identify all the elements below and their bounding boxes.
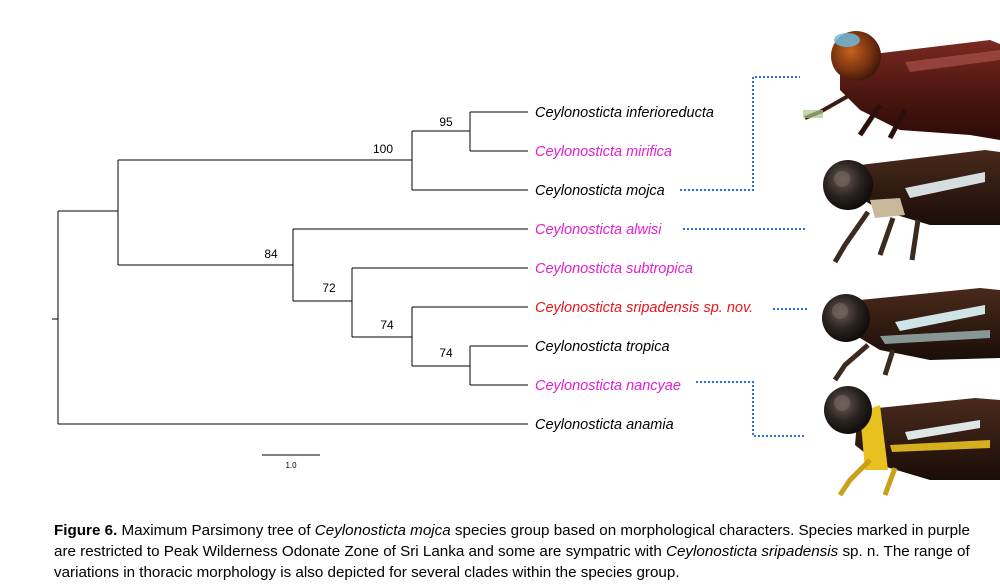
thorax-photo-mojca	[803, 31, 1000, 140]
scale-bar: 1.0	[262, 454, 320, 470]
connector-nancyae	[696, 381, 806, 437]
thorax-photo-alwisi	[823, 150, 1000, 264]
tree-branches	[52, 111, 528, 425]
taxon-label-tropica: Ceylonosticta tropica	[535, 339, 670, 355]
scale-bar-label: 1.0	[285, 461, 297, 470]
taxon-label-mirifica: Ceylonosticta mirifica	[535, 144, 672, 160]
support-value: 95	[439, 115, 453, 129]
caption-text: Maximum Parsimony tree of	[117, 522, 315, 539]
taxon-label-sripadensis: Ceylonosticta sripadensis sp. nov.	[535, 300, 753, 316]
support-value: 84	[264, 247, 278, 261]
caption-label: Figure 6.	[54, 522, 118, 539]
caption-italic-species: Ceylonosticta sripadensis	[666, 543, 839, 560]
support-value: 74	[380, 318, 394, 332]
caption-italic-species: Ceylonosticta mojca	[314, 522, 451, 539]
taxon-label-mojca: Ceylonosticta mojca	[535, 183, 665, 199]
support-value: 100	[373, 142, 393, 156]
phylogenetic-tree-figure: 95 100 84 72 74 74 Ceylonosticta inferio…	[52, 31, 1000, 497]
connector-mojca	[680, 76, 800, 191]
taxon-label-inferioreducta: Ceylonosticta inferioreducta	[535, 105, 714, 121]
caption-text: sp. n. The range of variations in thorac…	[54, 543, 970, 581]
thorax-photo-nancyae	[824, 386, 1000, 497]
taxon-label-nancyae: Ceylonosticta nancyae	[535, 378, 681, 394]
photo-connectors	[680, 76, 808, 437]
taxon-label-subtropica: Ceylonosticta subtropica	[535, 261, 693, 277]
figure-caption: Figure 6. Maximum Parsimony tree of Ceyl…	[54, 520, 984, 583]
support-value: 72	[322, 281, 336, 295]
support-value: 74	[439, 346, 453, 360]
taxon-label-alwisi: Ceylonosticta alwisi	[535, 222, 662, 238]
caption-text: species group based on morphological cha…	[54, 522, 970, 560]
taxon-label-anamia: Ceylonosticta anamia	[535, 417, 674, 433]
thorax-photo-sripadensis	[822, 288, 1000, 382]
